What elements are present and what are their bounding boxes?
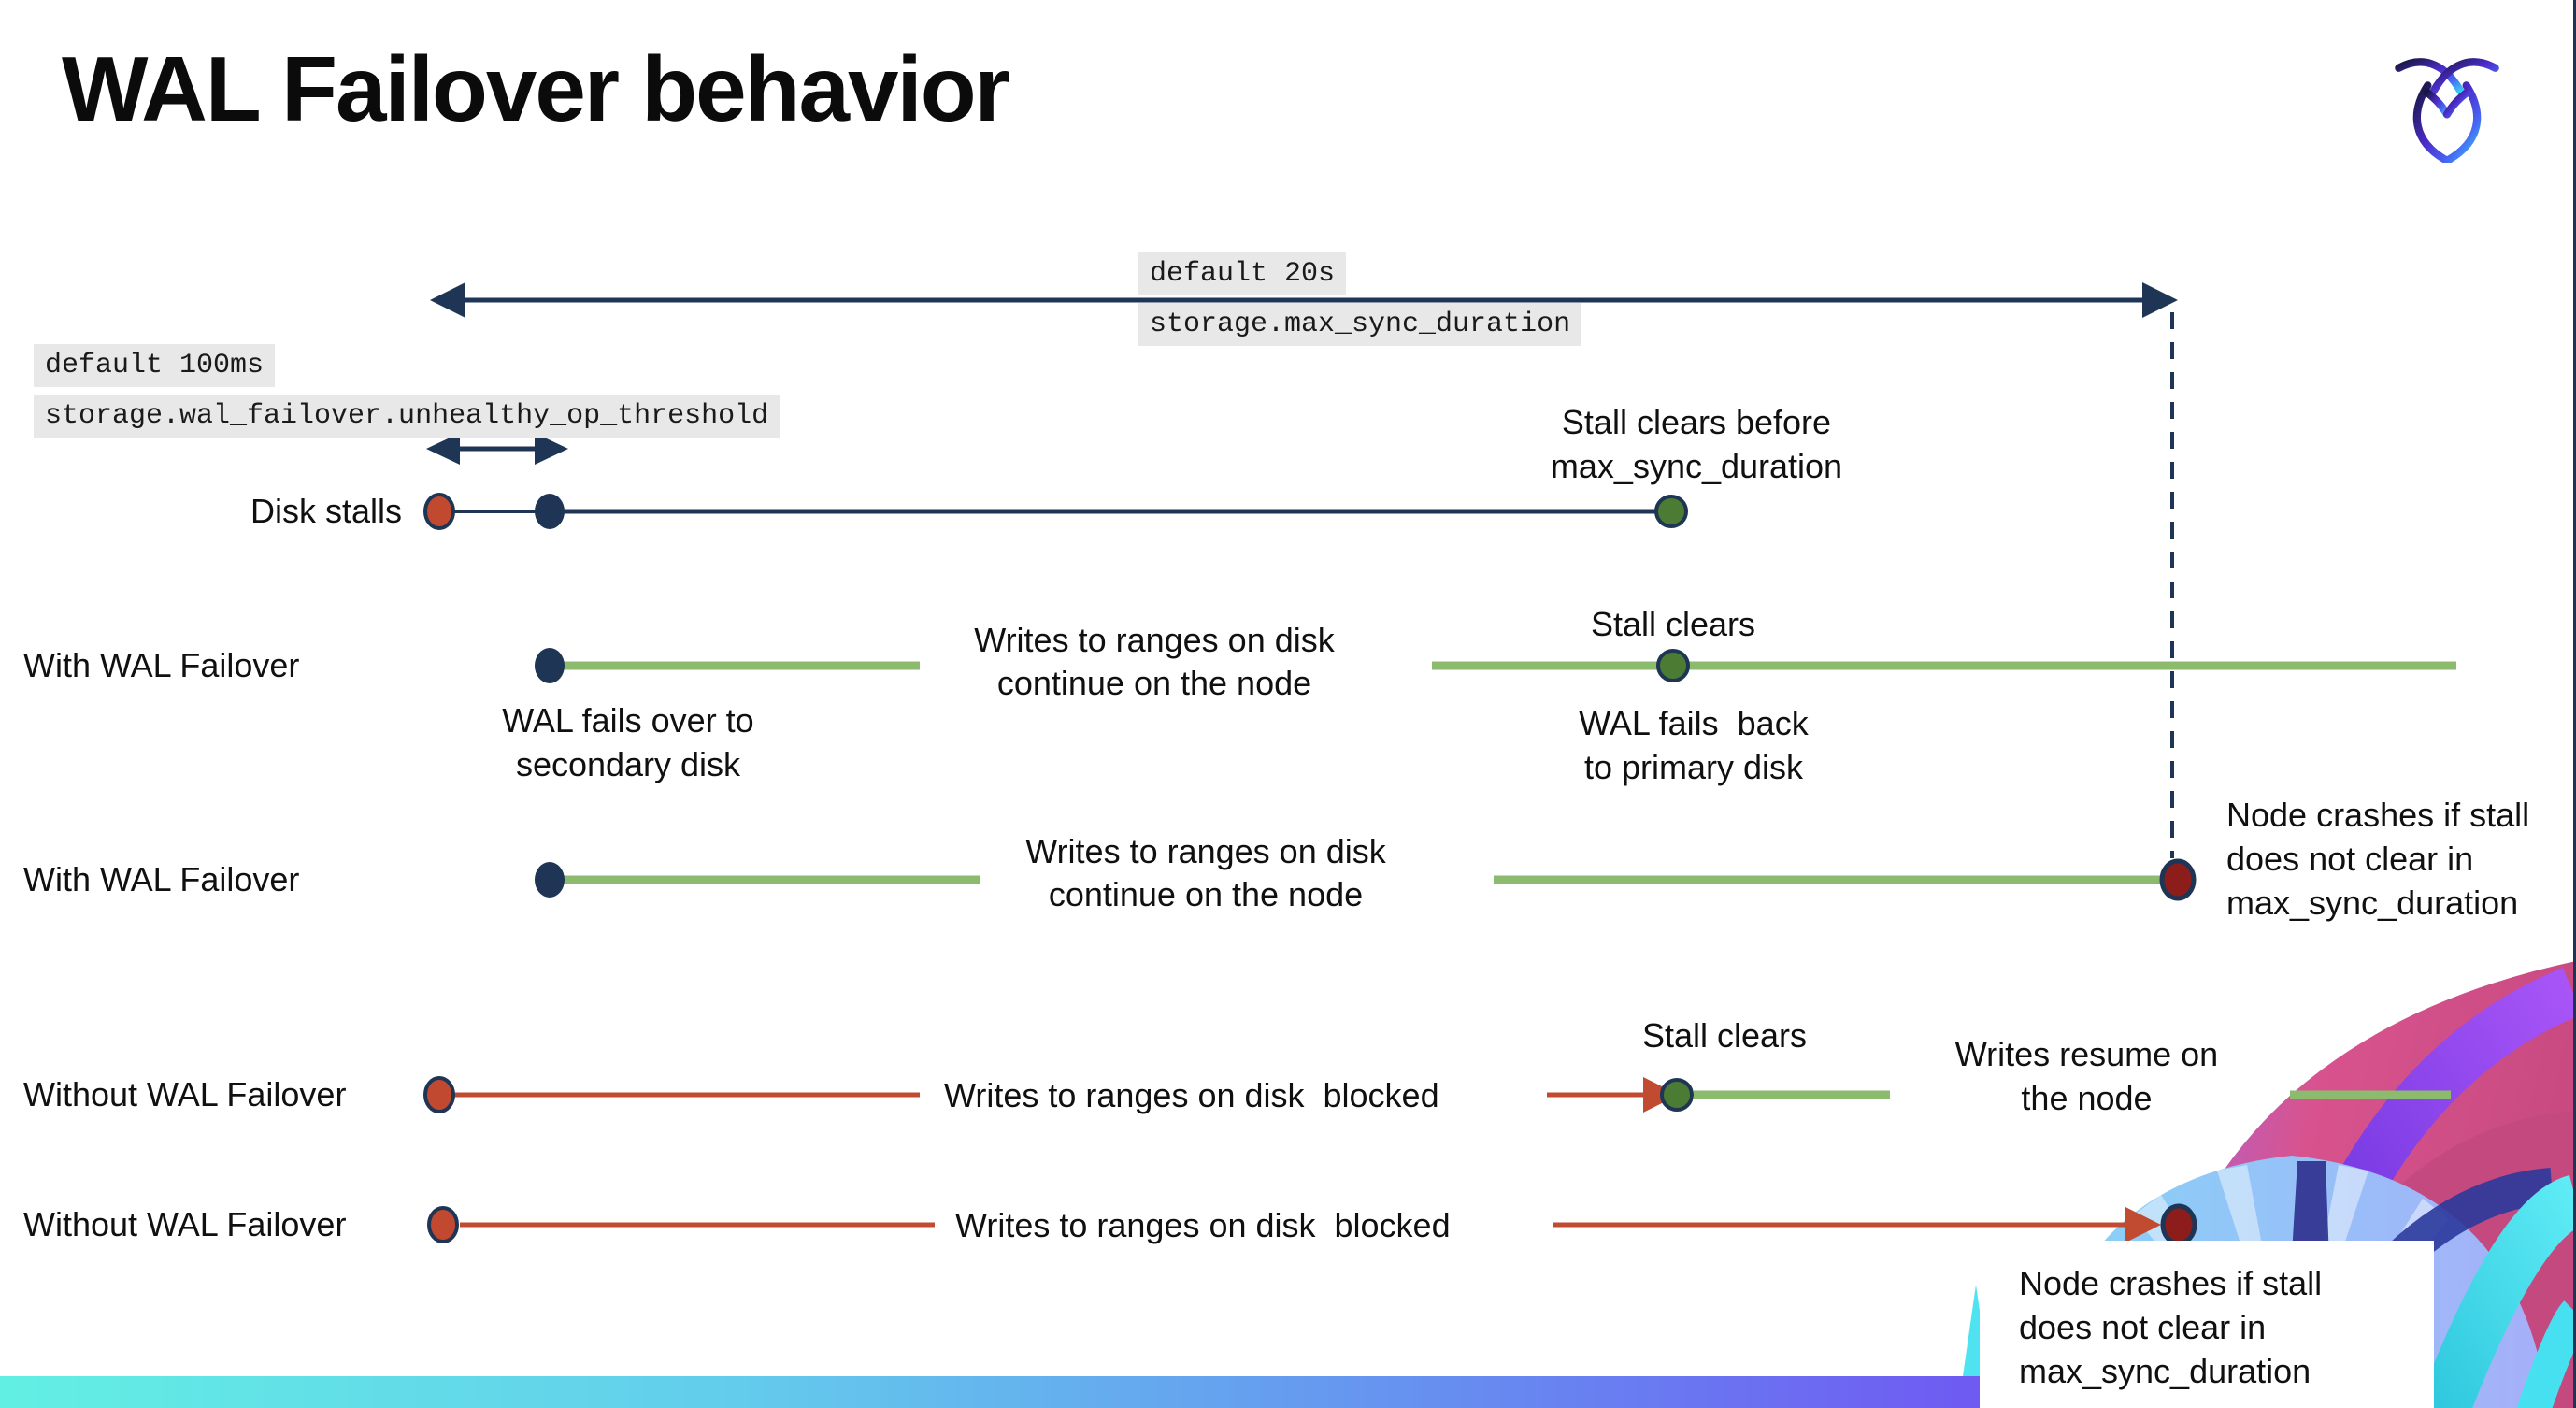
disk-stall-start-dot <box>423 493 455 530</box>
note-stall-clears-2: Stall clears <box>1641 1016 1808 1055</box>
config-default-value: default 100ms <box>34 344 276 387</box>
timeline-with-failover-2 <box>535 858 2197 901</box>
row-label-disk-stalls: Disk stalls <box>250 492 402 530</box>
failover-dot <box>535 862 565 898</box>
row-label-with-wal-failover-2: With WAL Failover <box>23 860 300 898</box>
row-label-without-wal-failover-2: Without WAL Failover <box>23 1205 347 1243</box>
timeline-without-failover-2 <box>427 1203 2197 1246</box>
art-cyan-arc <box>2416 1174 2576 1408</box>
node-crash-callout: Node crashes if stall does not clear in … <box>1980 1241 2434 1408</box>
art-cyan-arc-small <box>2516 1300 2576 1408</box>
note-wal-fails-over: WAL fails over to secondary disk <box>502 701 754 783</box>
note-stall-clears-1: Stall clears <box>1590 605 1756 643</box>
config-setting-name: storage.max_sync_duration <box>1138 303 1582 346</box>
op-threshold-arrow <box>426 433 568 465</box>
note-writes-resume: Writes resume on the node <box>1954 1035 2219 1117</box>
node-crash-dot <box>2160 1203 2197 1246</box>
note-writes-blocked-2: Writes to ranges on disk blocked <box>955 1206 1451 1244</box>
note-writes-continue-1: Writes to ranges on disk continue on the… <box>974 621 1335 702</box>
max-sync-duration-arrow <box>430 282 2178 318</box>
note-node-crashes-2: Node crashes if stall does not clear in … <box>2019 1264 2323 1390</box>
row-label-without-wal-failover-1: Without WAL Failover <box>23 1075 347 1113</box>
disk-stall-start-dot <box>423 1076 455 1113</box>
failover-dot <box>535 648 565 683</box>
unhealthy-op-threshold-config-label: default 100ms storage.wal_failover.unhea… <box>34 344 780 445</box>
threshold-dot <box>535 494 565 529</box>
note-writes-continue-2: Writes to ranges on disk continue on the… <box>1025 832 1386 913</box>
stall-clears-dot <box>1656 649 1690 682</box>
timeline-with-failover-1 <box>535 648 2456 683</box>
disk-stall-start-dot <box>427 1206 459 1243</box>
config-setting-name: storage.wal_failover.unhealthy_op_thresh… <box>34 395 780 438</box>
page-title: WAL Failover behavior <box>62 37 1010 140</box>
row-label-with-wal-failover-1: With WAL Failover <box>23 646 300 684</box>
cockroachdb-logo-icon <box>2395 58 2499 163</box>
timeline-without-failover-1 <box>423 1076 2451 1113</box>
node-crash-dot <box>2159 858 2197 901</box>
timeline-disk-stalls <box>423 493 1688 530</box>
note-wal-fails-back: WAL fails back to primary disk <box>1579 704 1809 786</box>
stall-clears-dot <box>1654 495 1688 528</box>
max-sync-duration-config-label: default 20s storage.max_sync_duration <box>1138 252 1582 353</box>
note-stall-clears-before: Stall clears before max_sync_duration <box>1550 403 1843 485</box>
slide-right-border <box>2573 0 2576 1408</box>
note-writes-blocked-1: Writes to ranges on disk blocked <box>944 1076 1439 1114</box>
config-default-value: default 20s <box>1138 252 1347 295</box>
note-node-crashes-1: Node crashes if stall does not clear in … <box>2226 796 2530 922</box>
stall-clears-dot <box>1660 1078 1694 1112</box>
blocked-arrowhead <box>2125 1207 2161 1243</box>
